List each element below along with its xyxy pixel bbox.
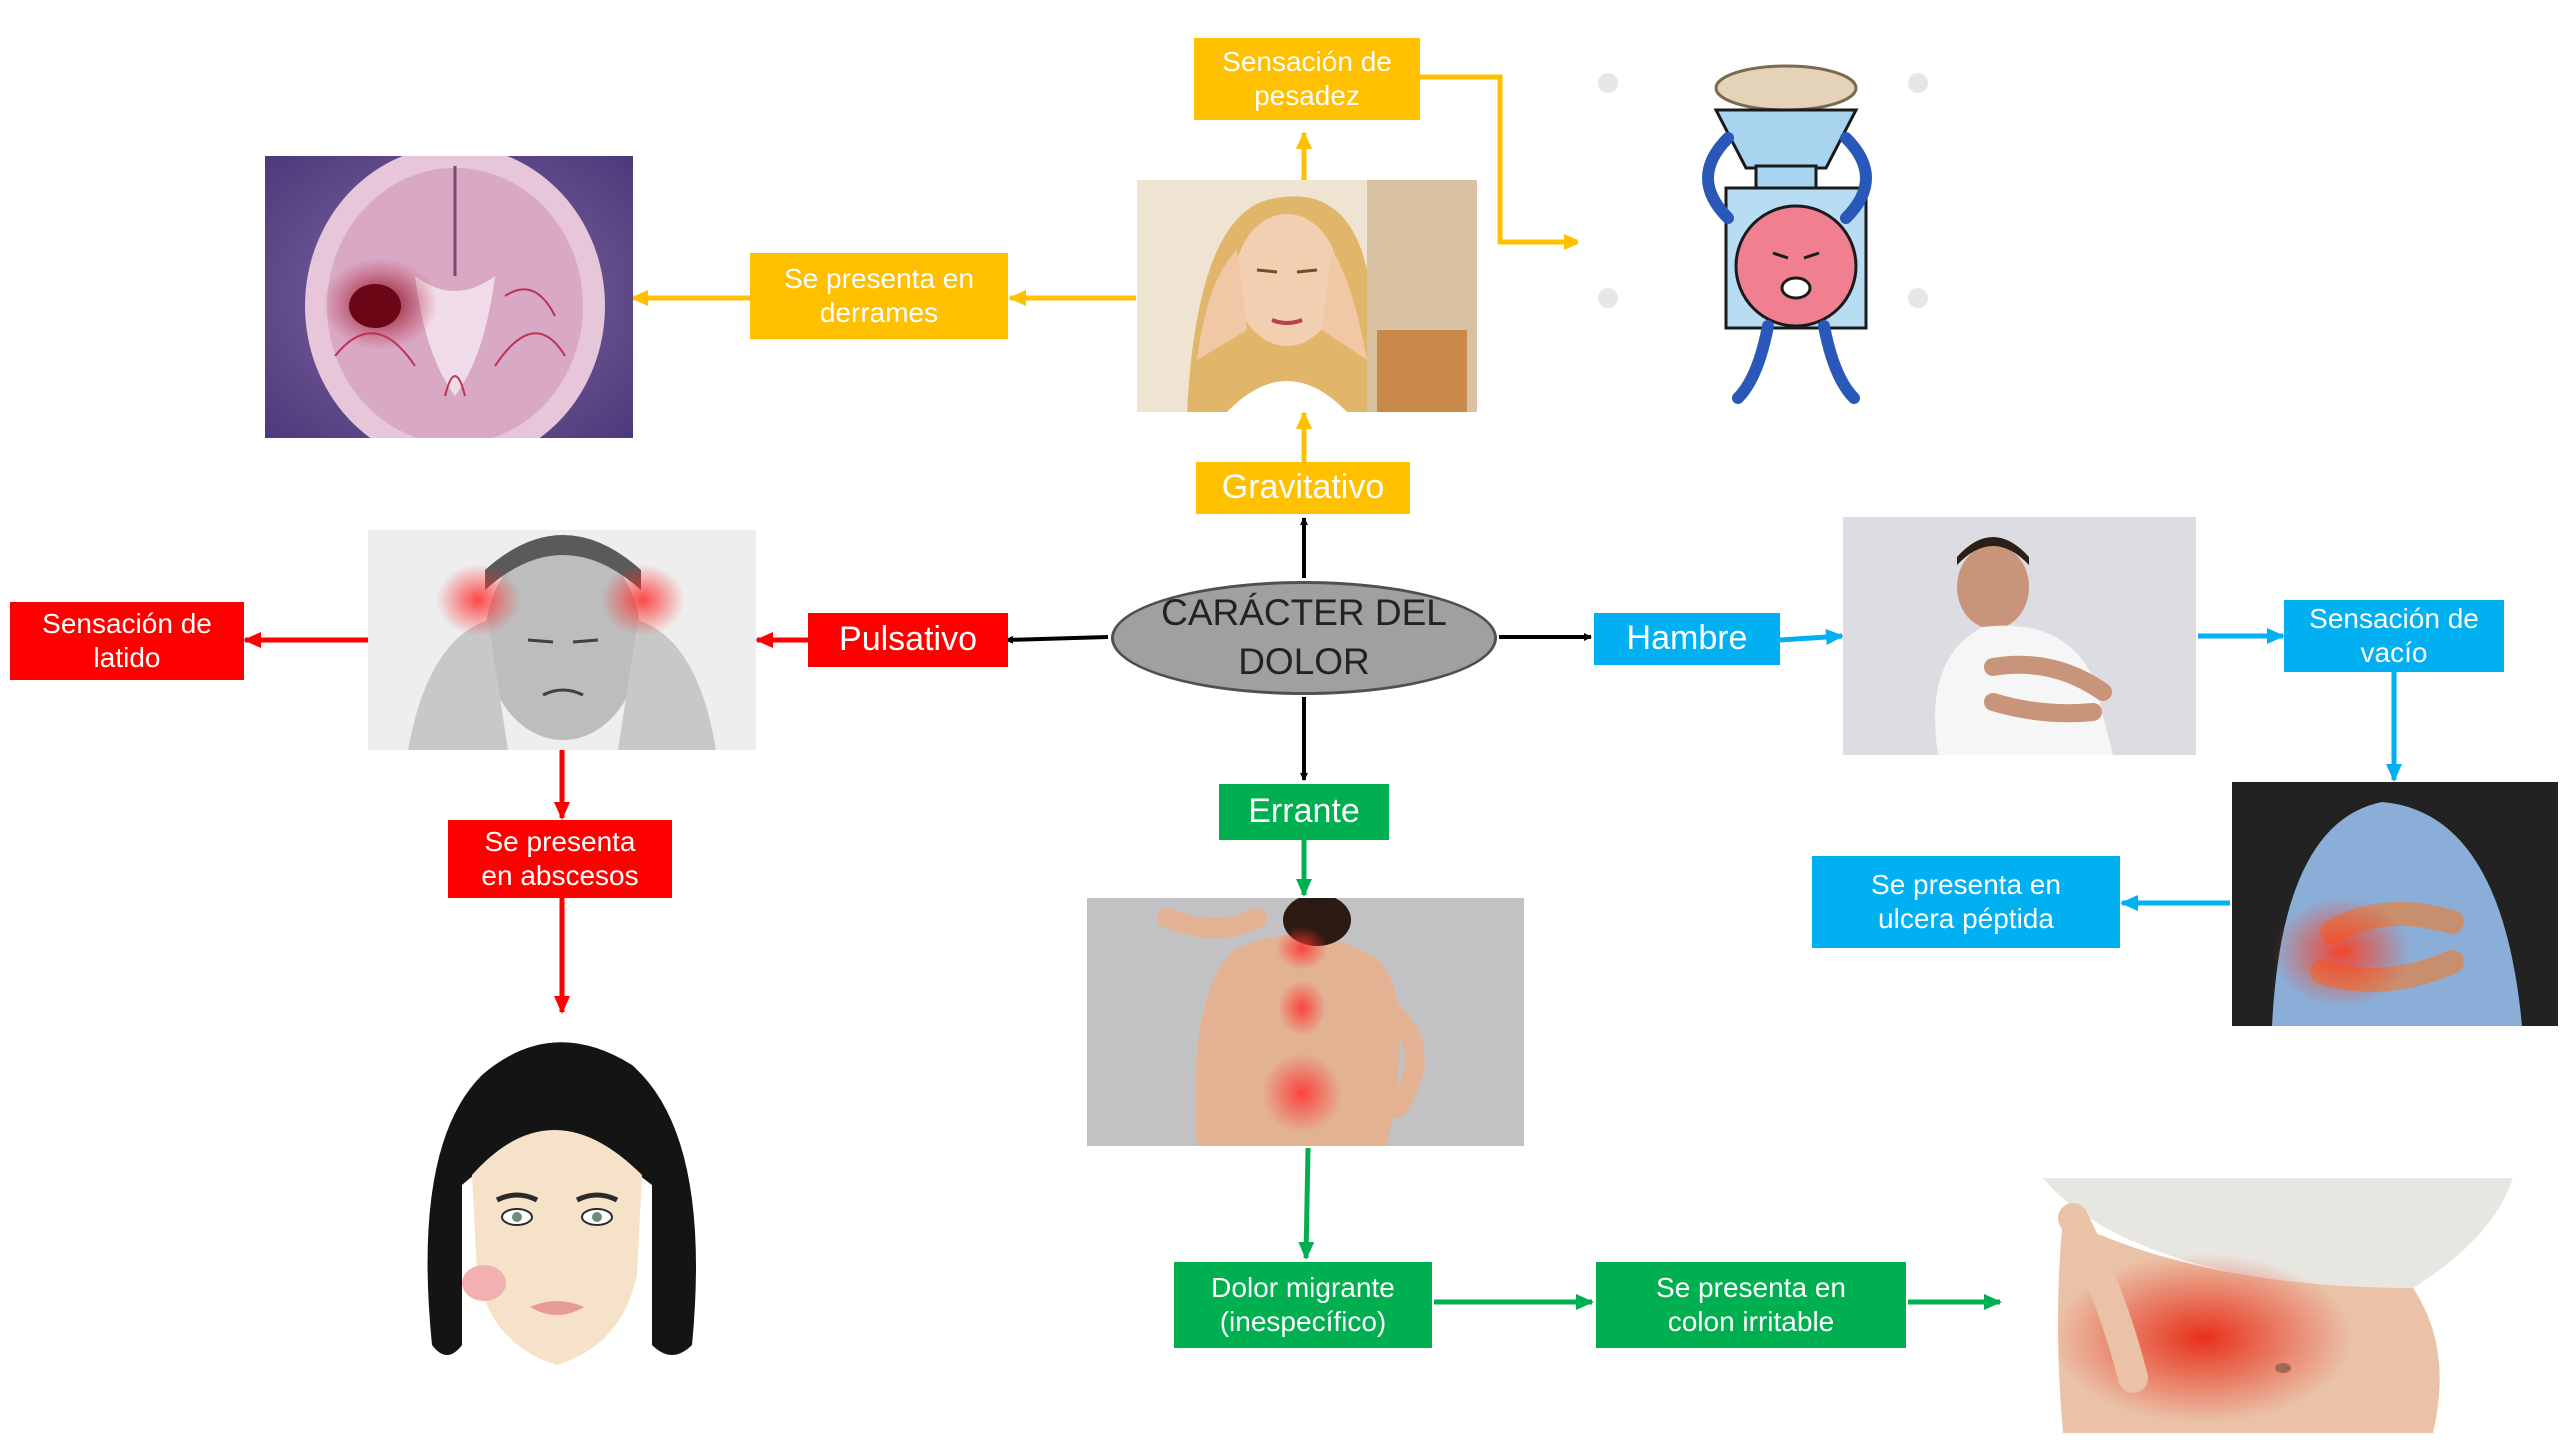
abscesos-line-1: Se presenta	[484, 825, 636, 857]
hambre-label: Hambre	[1626, 619, 1748, 658]
errante-node: Errante	[1219, 784, 1389, 840]
errante-label: Errante	[1248, 792, 1360, 831]
ulcera-node: Se presenta en ulcera péptida	[1812, 856, 2120, 948]
latido-line-1: Sensación de	[42, 607, 212, 639]
ulcera-line-1: Se presenta en	[1871, 868, 2061, 900]
abscesos-line-2: en abscesos	[481, 860, 639, 891]
latido-node: Sensación de latido	[10, 602, 244, 680]
hambre-node: Hambre	[1594, 613, 1780, 665]
torso-stomach-pain-image	[2232, 782, 2558, 1026]
face-abscess-image	[402, 1025, 712, 1375]
migrante-node: Dolor migrante (inespecífico)	[1174, 1262, 1432, 1348]
heaviness-cartoon-image	[1578, 58, 1948, 430]
center-line-2: DEL DOLOR	[1238, 592, 1447, 682]
colon-line-1: Se presenta en	[1656, 1271, 1846, 1303]
derrames-node: Se presenta en derrames	[750, 253, 1008, 339]
vacio-node: Sensación de vacío	[2284, 600, 2504, 672]
migrante-line-2: (inespecífico)	[1219, 1306, 1387, 1337]
brain-hemorrhage-image	[265, 156, 633, 438]
gravitativo-node: Gravitativo	[1196, 462, 1410, 514]
gravitativo-label: Gravitativo	[1221, 468, 1385, 507]
vacio-line-1: Sensación de	[2309, 602, 2479, 634]
derrames-line-1: Se presenta en	[784, 262, 974, 294]
colon-line-2: colon irritable	[1667, 1306, 1835, 1337]
abdomen-pain-image	[2033, 1178, 2521, 1433]
pesadez-line-1: Sensación de	[1222, 45, 1392, 77]
central-node-caracter-del-dolor: CARÁCTER DEL DOLOR	[1111, 581, 1497, 695]
latido-line-2: latido	[93, 642, 161, 673]
migrante-line-1: Dolor migrante	[1211, 1271, 1395, 1303]
pulsativo-node: Pulsativo	[808, 613, 1008, 667]
arrow-hambre-to-photo	[1779, 629, 1844, 646]
pesadez-line-2: pesadez	[1254, 80, 1360, 111]
arrow-center-to-pulsativo	[1005, 635, 1109, 644]
pulsativo-label: Pulsativo	[839, 620, 977, 659]
ulcera-line-2: ulcera péptida	[1878, 903, 2054, 934]
derrames-line-2: derrames	[819, 297, 939, 328]
pesadez-node: Sensación de pesadez	[1194, 38, 1420, 120]
man-stomach-pain-image	[1843, 517, 2196, 755]
abscesos-node: Se presenta en abscesos	[448, 820, 672, 898]
arrow-pesadez-to-cartoon	[1418, 74, 1582, 250]
arrow-photo-to-migrante	[1298, 1147, 1315, 1260]
back-pain-image	[1087, 898, 1524, 1146]
center-line-1: CARÁCTER	[1161, 592, 1365, 634]
colon-node: Se presenta en colon irritable	[1596, 1262, 1906, 1348]
vacio-line-2: vacío	[2360, 637, 2428, 668]
man-headache-image	[368, 530, 756, 750]
woman-headache-image	[1137, 180, 1477, 412]
